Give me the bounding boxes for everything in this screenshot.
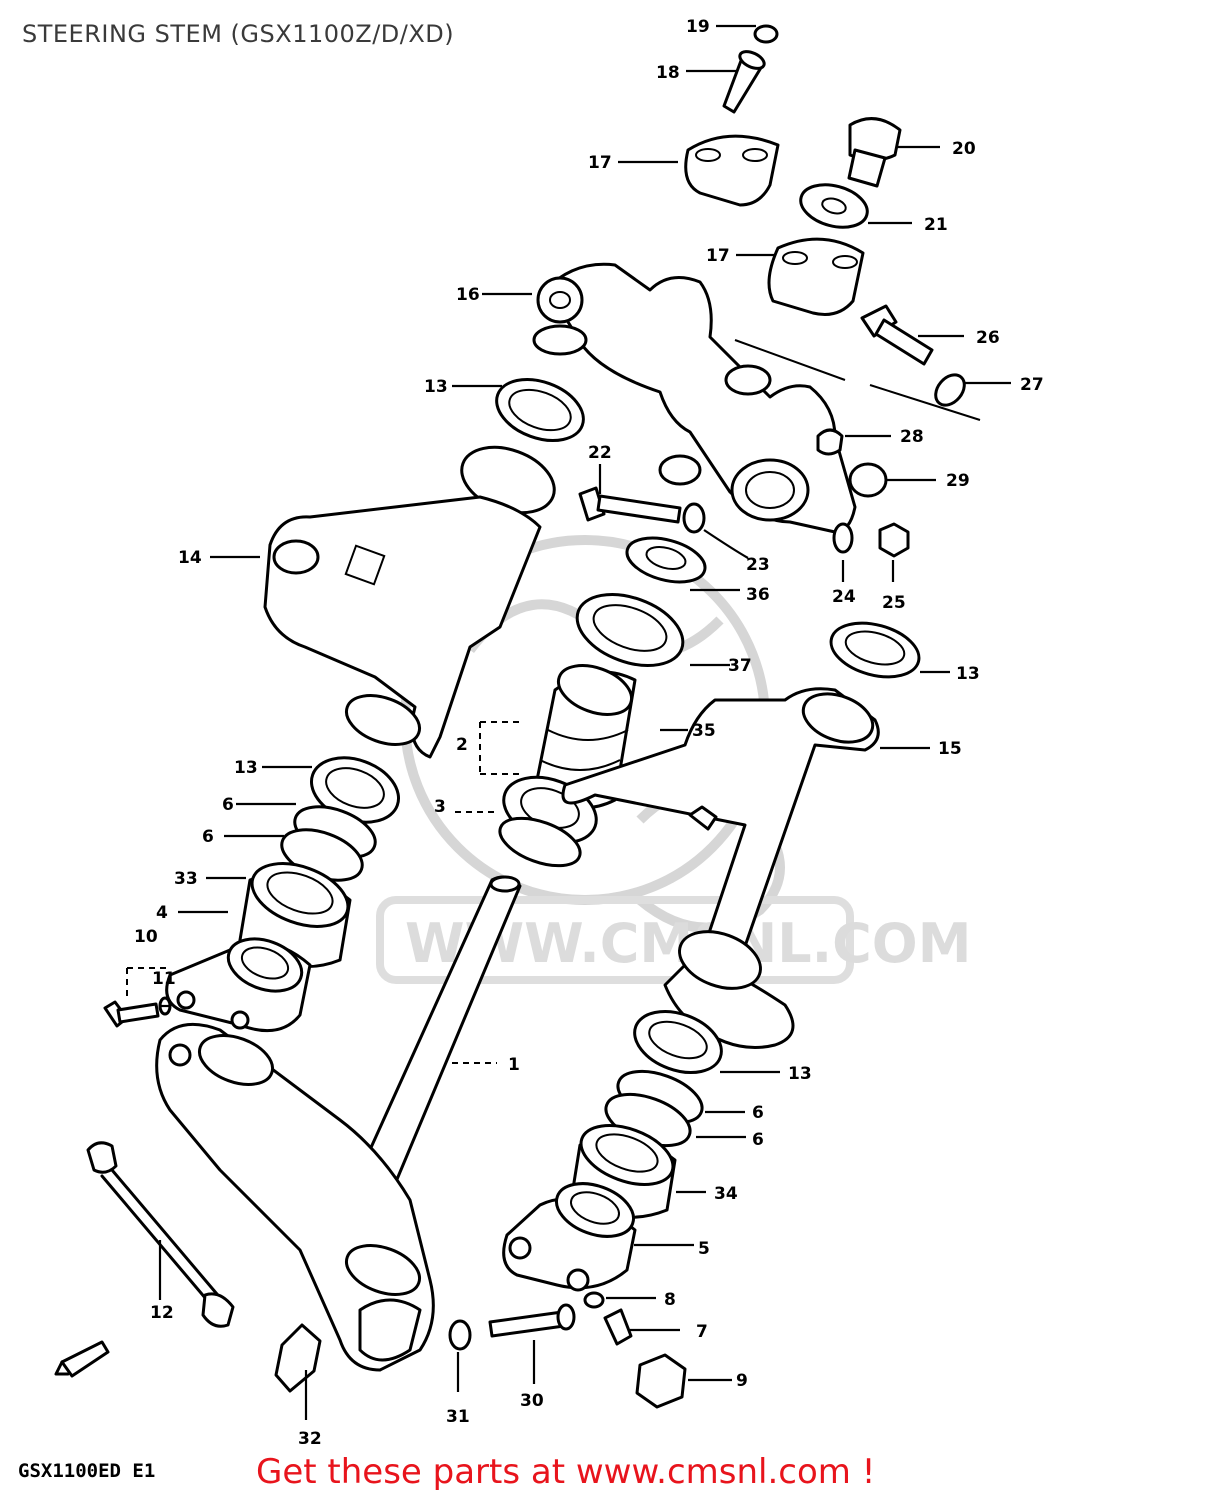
callout-2: 2 [456,735,468,755]
callout-28: 28 [900,427,924,447]
callout-11: 11 [152,969,176,989]
callout-23: 23 [746,555,770,575]
part-12-cable [86,1141,235,1328]
callout-6c: 6 [752,1103,764,1123]
callout-29: 29 [946,471,970,491]
part-32-clip [274,1323,322,1393]
callout-labels: 19 18 17 20 21 17 16 26 27 13 28 22 29 2… [134,17,1044,1449]
page-title: STEERING STEM (GSX1100Z/D/XD) [22,20,455,48]
callout-32: 32 [298,1429,322,1449]
callout-17a: 17 [588,153,612,173]
part-5-fork-clamp-right [502,1182,637,1292]
callout-4: 4 [156,903,168,923]
part-19-cap [753,24,779,44]
leader-lines [158,24,1011,1420]
callout-13c: 13 [234,758,258,778]
callout-19: 19 [686,17,710,37]
part-14-headlight-bracket [263,445,556,759]
part-4-fork-clamp-left [165,937,312,1033]
callout-24: 24 [832,587,856,607]
callout-6b: 6 [202,827,214,847]
part-13-cover-lower [633,1010,723,1074]
callout-5: 5 [698,1239,710,1259]
part-16-steering-stem-upper-bracket [532,262,981,534]
part-10-bolt [103,996,172,1028]
callout-3: 3 [434,797,446,817]
callout-7: 7 [696,1322,708,1342]
callout-6d: 6 [752,1130,764,1150]
callout-10: 10 [134,927,158,947]
callout-13b: 13 [956,664,980,684]
callout-26: 26 [976,328,1000,348]
part-25-nut [878,522,910,558]
part-22-bolt [578,486,682,524]
part-8-washer [583,1291,605,1309]
part-27-washer [934,373,966,407]
cta-link[interactable]: Get these parts at www.cmsnl.com ! [256,1452,876,1492]
part-17-handlebar-clamp-upper [684,134,780,207]
part-9-cap [635,1353,687,1409]
callout-22: 22 [588,443,612,463]
callout-18: 18 [656,63,680,83]
part-17-handlebar-clamp-lower [767,237,865,316]
part-23-washer [682,502,706,534]
callout-20: 20 [952,139,976,159]
part-13-cover-left [309,756,401,824]
part-15-bracket [561,687,880,1049]
part-26-bolt [860,304,934,366]
callout-37: 37 [728,656,752,676]
part-21-washer [799,183,869,229]
part-13-cover-right [829,621,921,679]
callout-8: 8 [664,1290,676,1310]
callout-36: 36 [746,585,770,605]
part-31-washer [448,1319,472,1351]
callout-13a: 13 [424,377,448,397]
callout-35: 35 [692,721,716,741]
part-29-cap [848,462,888,498]
front-arrow-icon [54,1340,110,1378]
callout-34: 34 [714,1184,738,1204]
callout-25: 25 [882,593,906,613]
callout-16: 16 [456,285,480,305]
part-lower-bracket [155,1022,435,1372]
part-24-washer [832,522,854,554]
part-36-nut [625,536,707,584]
part-28-clip [816,428,844,456]
callout-30: 30 [520,1391,544,1411]
callout-31: 31 [446,1407,470,1427]
callout-1: 1 [508,1055,520,1075]
callout-21: 21 [924,215,948,235]
part-7-fitting [603,1308,633,1346]
callout-6a: 6 [222,795,234,815]
part-37-seal [575,593,685,667]
callout-17b: 17 [706,246,730,266]
callout-27: 27 [1020,375,1044,395]
callout-12: 12 [150,1303,174,1323]
callout-33: 33 [174,869,198,889]
part-30-bolt [488,1303,576,1338]
callout-13d: 13 [788,1064,812,1084]
model-code: GSX1100ED E1 [18,1460,156,1482]
part-20-bolt [847,117,902,188]
callout-14: 14 [178,548,202,568]
part-18-bolt [722,50,766,114]
callout-9: 9 [736,1371,748,1391]
callout-15: 15 [938,739,962,759]
part-13-cover-upper [495,378,585,442]
